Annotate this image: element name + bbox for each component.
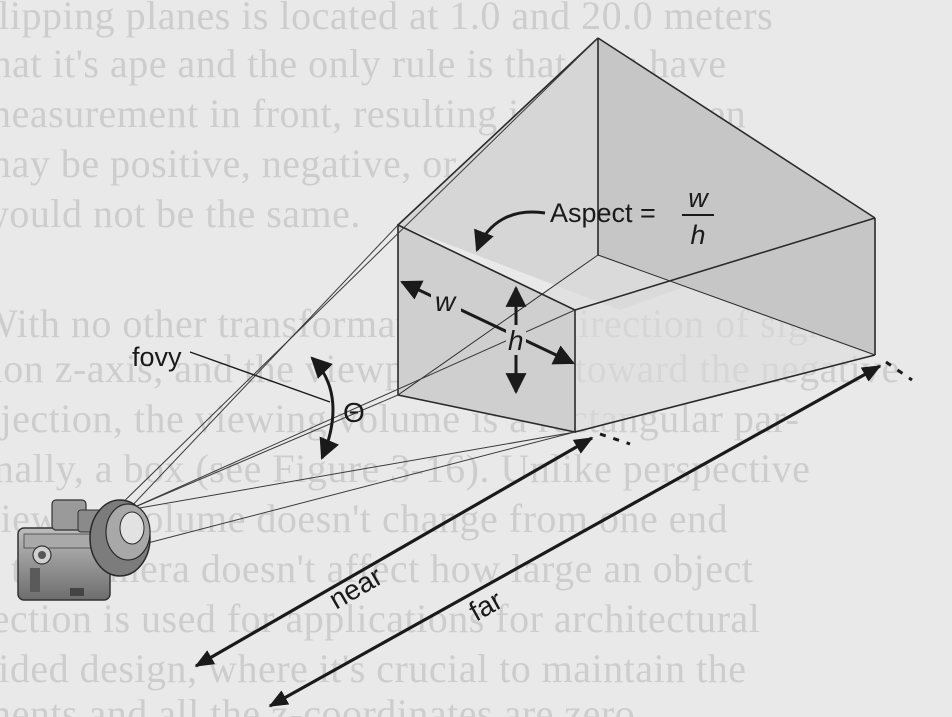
w-label-bg [431,288,461,314]
aspect-denominator: h [690,220,705,250]
theta-label: Θ [343,397,365,428]
fovy-leader [189,351,331,403]
h-label-bg [506,325,526,355]
fovy-label: fovy [132,342,182,372]
near-arrow [194,436,594,668]
w-label: w [435,286,457,317]
far-label: far [464,584,508,627]
frustum-back-face [598,38,875,355]
near-tick [599,432,631,446]
h-label: h [508,325,524,356]
fovy-arc-arrow [310,356,340,460]
aspect-arrow [474,210,546,252]
far-arrow [268,364,882,708]
w-arrow [400,280,575,365]
far-tick [885,360,913,382]
camera-icon [17,499,151,601]
bleed-line: would not be the same. [0,191,361,236]
aspect-label: Aspect = [550,198,656,228]
near-label: near [324,560,388,615]
aspect-numerator: w [688,183,709,213]
bleed-line: clipping planes is located at 1.0 and 20… [0,0,774,38]
